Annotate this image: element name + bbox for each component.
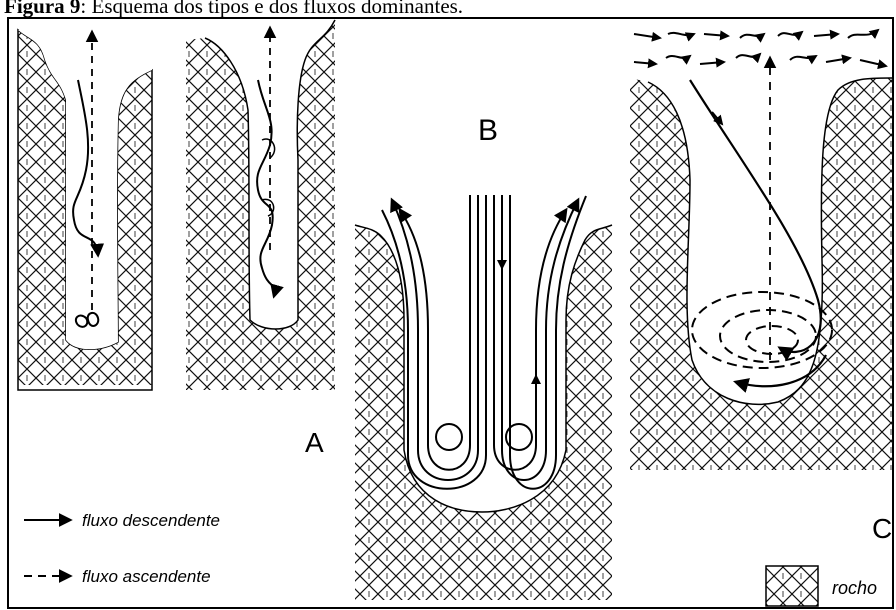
legend-rock-text: rocho	[832, 578, 877, 598]
descending-flow-a-right	[257, 80, 275, 296]
surface-flow-arrows	[634, 30, 886, 66]
panel-a-left-pothole	[18, 30, 152, 390]
panel-c-pothole	[630, 30, 893, 470]
panel-b-pothole	[355, 195, 612, 600]
rock-mass-b	[355, 225, 612, 600]
rock-mass-c	[630, 78, 893, 470]
eddy-c	[692, 292, 832, 368]
panel-c-label: C	[872, 513, 892, 544]
rock-mass-a-right	[186, 20, 335, 390]
panel-a-right-pothole	[186, 20, 335, 390]
legend-descending-text: fluxo descendente	[82, 511, 220, 530]
panel-b-label: B	[478, 114, 498, 147]
panel-a-label: A	[305, 427, 324, 458]
legend-ascending-text: fluxo ascendente	[82, 567, 211, 586]
legend-rock-swatch	[766, 566, 818, 606]
